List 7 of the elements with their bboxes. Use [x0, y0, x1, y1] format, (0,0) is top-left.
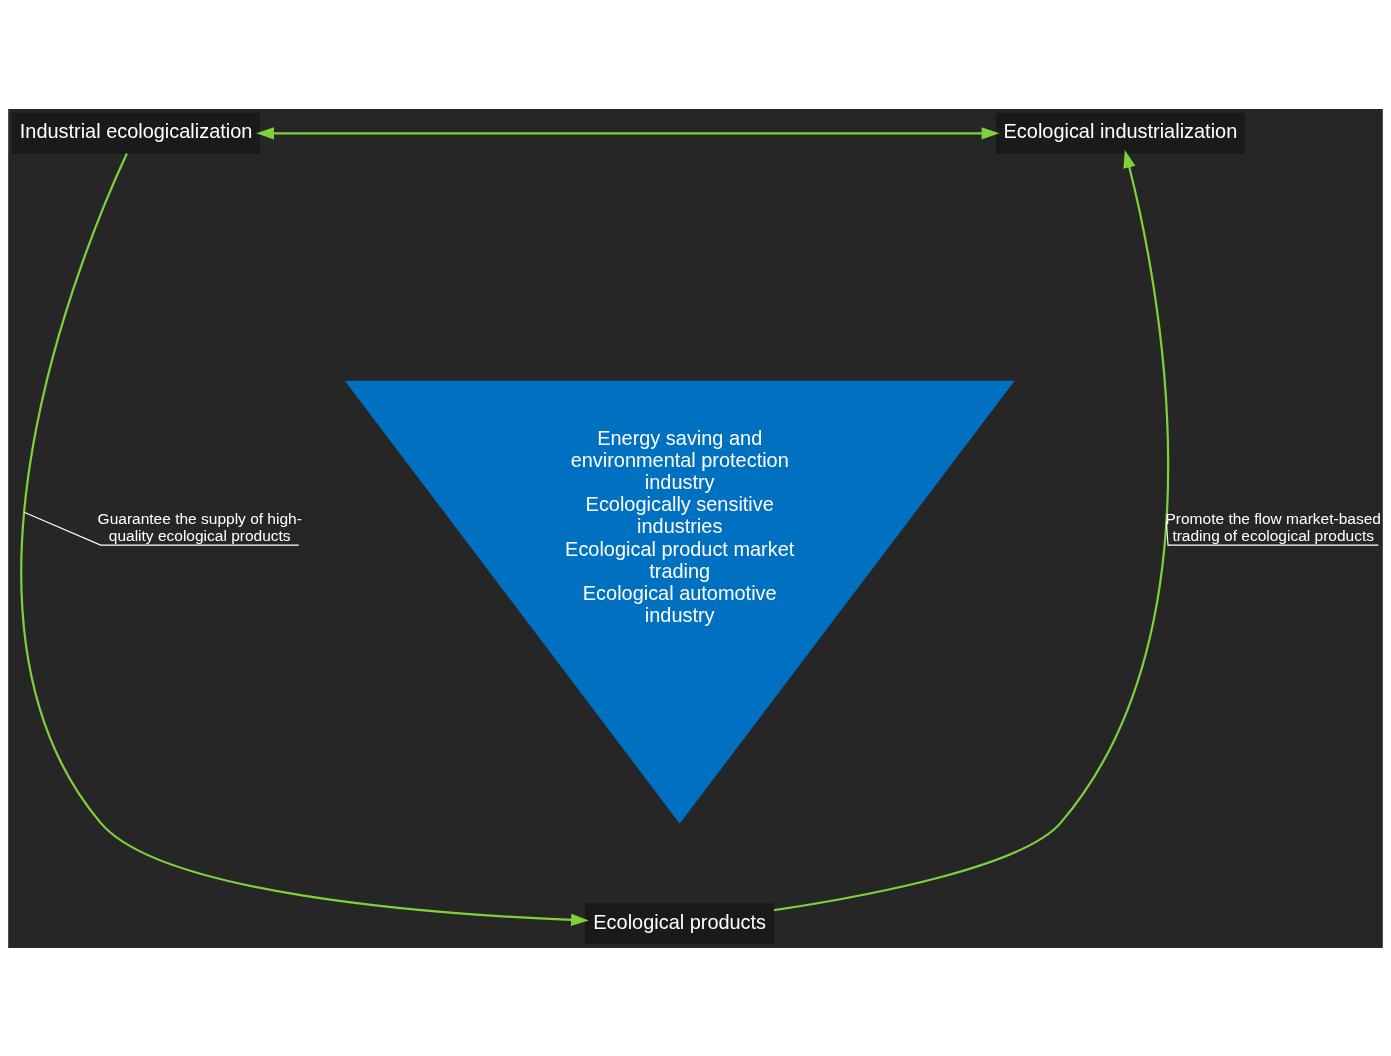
arrow [20, 152, 589, 926]
node-box: Industrial ecologicalization [12, 112, 261, 154]
edge-label: Guarantee the supply of high-quality ecological products [97, 509, 302, 544]
node-box: Ecological industrialization [995, 112, 1245, 154]
arrow [773, 149, 1379, 911]
node-box: Ecological products [585, 902, 775, 944]
arrow [256, 126, 1000, 140]
